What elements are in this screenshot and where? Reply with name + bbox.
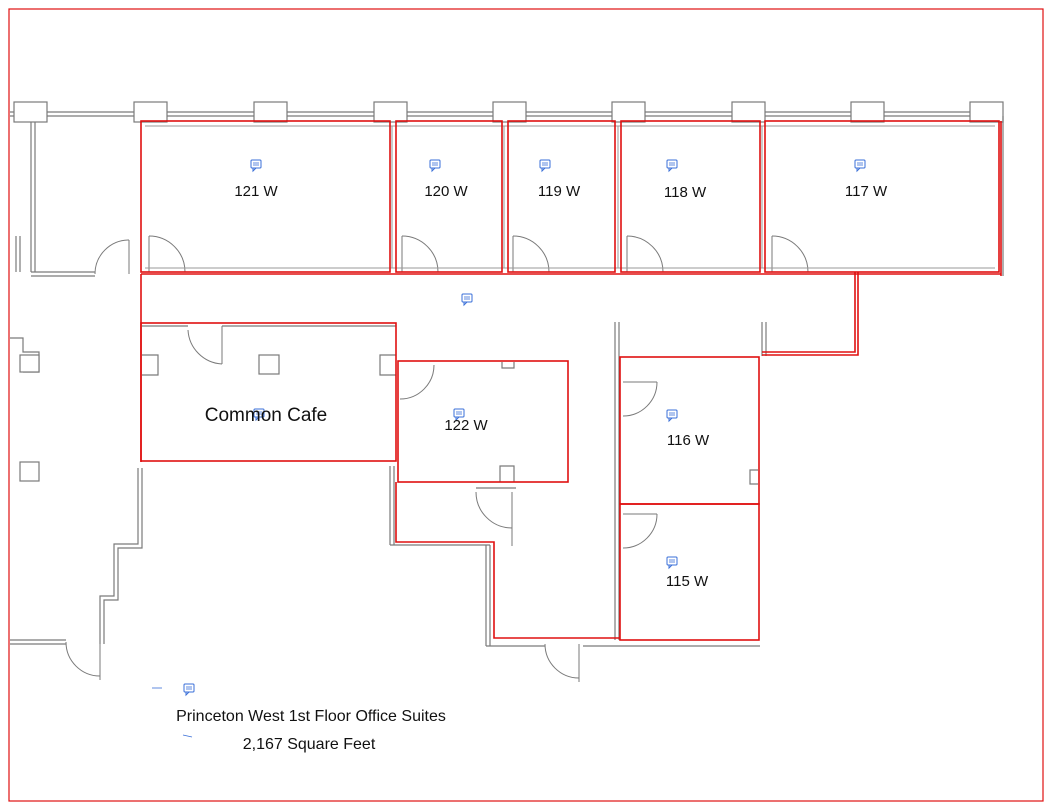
comment-icon[interactable] — [666, 409, 678, 423]
comment-icons — [152, 159, 866, 738]
comment-icon[interactable] — [453, 408, 465, 422]
comment-icon[interactable] — [429, 159, 441, 173]
room-label-121w: 121 W — [234, 183, 278, 200]
page-border — [8, 8, 1044, 802]
plan-area: 2,167 Square Feet — [243, 736, 376, 753]
room-label-119w: 119 W — [538, 183, 581, 200]
comment-icon[interactable] — [461, 293, 473, 307]
comment-icon[interactable] — [253, 408, 265, 422]
room-label-115w: 115 W — [666, 573, 709, 590]
building-walls — [10, 101, 1004, 682]
room-label-122w: 122 W — [444, 417, 488, 434]
comment-icon[interactable] — [539, 159, 551, 173]
room-label-117w: 117 W — [845, 183, 888, 200]
room-label-120w: 120 W — [424, 183, 468, 200]
comment-icon[interactable] — [666, 556, 678, 570]
room-label-118w: 118 W — [664, 184, 707, 201]
room-label-116w: 116 W — [667, 432, 710, 449]
room-label-common-cafe: Common Cafe — [205, 405, 328, 426]
suite-outlines — [140, 120, 1002, 641]
comment-icon[interactable] — [250, 159, 262, 173]
comment-icon[interactable] — [183, 683, 195, 697]
comment-icon[interactable] — [666, 159, 678, 173]
plan-title: Princeton West 1st Floor Office Suites — [176, 708, 446, 725]
room-labels: 121 W 120 W 119 W 118 W 117 W Common Caf… — [205, 183, 888, 590]
comment-icon[interactable] — [854, 159, 866, 173]
